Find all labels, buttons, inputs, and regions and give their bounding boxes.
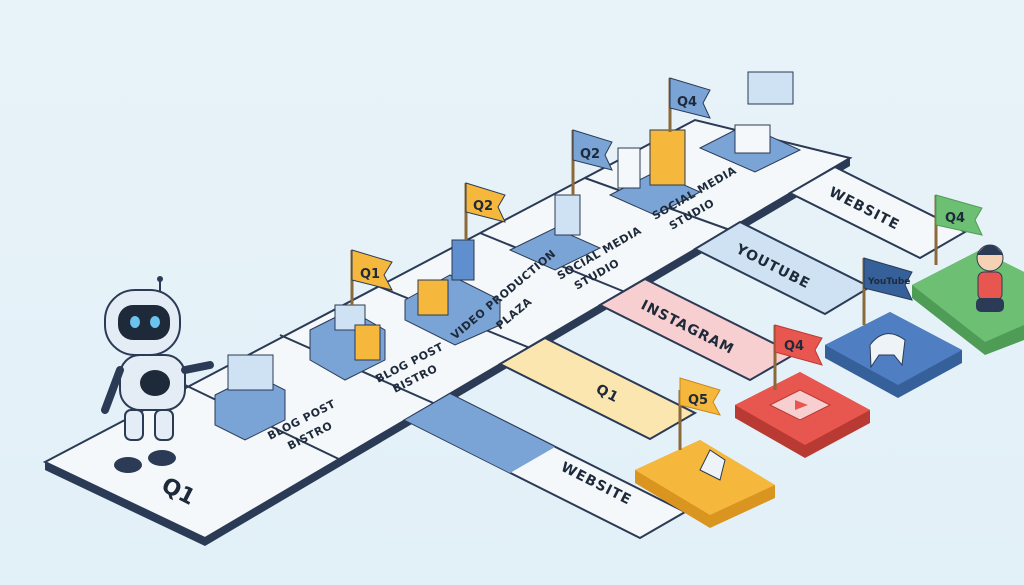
lane-youtube: YOUTUBE	[692, 220, 873, 316]
svg-text:Q4: Q4	[677, 95, 697, 110]
svg-text:YouTube: YouTube	[867, 277, 910, 287]
track-flag-q1: Q1	[350, 249, 393, 305]
end-tile-red: Q4	[735, 324, 870, 458]
lane-website-top: WEBSITE	[787, 165, 968, 260]
end-tile-yellow: Q5	[635, 377, 775, 528]
svg-text:Q2: Q2	[580, 147, 600, 162]
building-social-media-studio-2	[608, 129, 702, 216]
building-social-media-studio-1	[508, 194, 602, 271]
svg-text:Q2: Q2	[473, 199, 493, 214]
person-figure	[976, 244, 1004, 312]
end-tile-blue: YouTube	[825, 257, 962, 398]
building-end-screen	[698, 71, 802, 173]
building-blog-post-bistro-1	[214, 354, 286, 441]
lane-q1: Q1	[497, 336, 698, 441]
building-blog-post-bistro-2	[309, 304, 386, 381]
track-flag-q2-blue: Q2	[571, 129, 613, 195]
svg-text:Q5: Q5	[688, 393, 708, 408]
track-flag-q4-blue: Q4	[668, 77, 711, 132]
ai-robot: AI	[101, 276, 214, 473]
svg-text:Q4: Q4	[784, 339, 804, 354]
building-video-production-plaza	[404, 239, 501, 346]
track-flag-q2-yellow: Q2	[464, 182, 506, 240]
lane-website-bottom: WEBSITE	[402, 392, 688, 540]
robot-badge: AI	[146, 377, 160, 391]
svg-text:Q1: Q1	[360, 267, 380, 282]
end-tile-green: Q4	[912, 194, 1024, 355]
lane-instagram: INSTAGRAM	[597, 277, 798, 382]
svg-text:Q4: Q4	[945, 211, 965, 226]
